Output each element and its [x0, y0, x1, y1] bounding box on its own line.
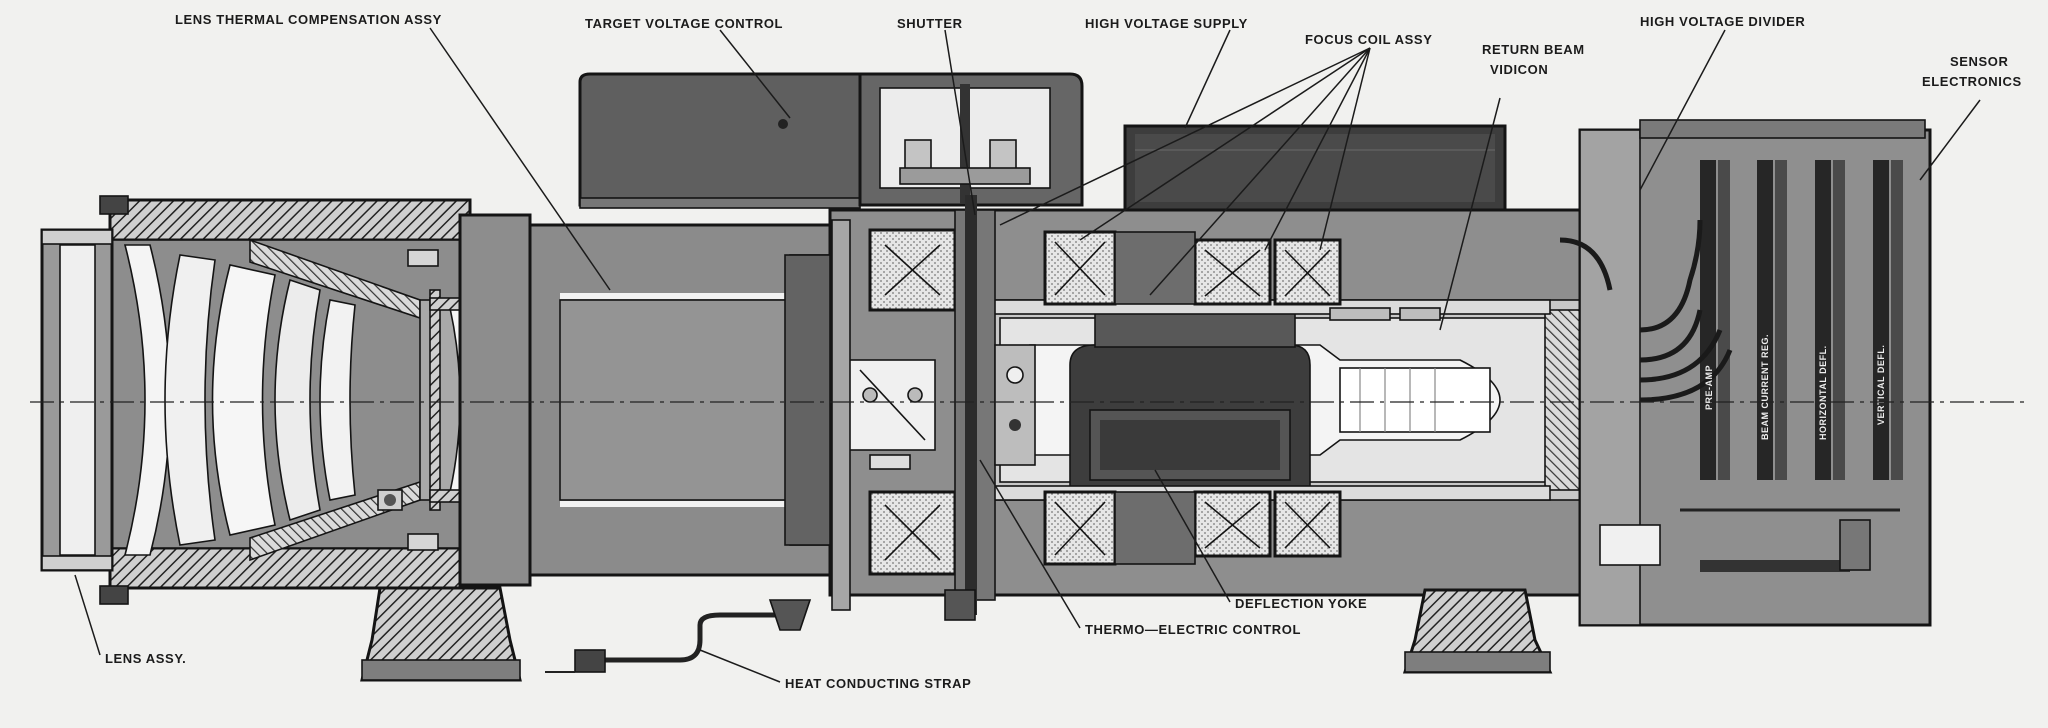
focus-coils-top	[868, 228, 1342, 312]
label-return-beam: RETURN BEAM	[1482, 42, 1585, 57]
label-electronics: ELECTRONICS	[1922, 74, 2022, 89]
board-label-horizontal: HORIZONTAL DEFL.	[1818, 345, 1828, 440]
labels: LENS THERMAL COMPENSATION ASSY TARGET VO…	[105, 12, 2022, 691]
label-high-voltage-divider: HIGH VOLTAGE DIVIDER	[1640, 14, 1805, 29]
label-lens-assy: LENS ASSY.	[105, 651, 186, 666]
mount-partition	[784, 219, 851, 611]
mounting-feet	[360, 586, 1553, 682]
label-focus-coil: FOCUS COIL ASSY	[1305, 32, 1432, 47]
label-lens-thermal: LENS THERMAL COMPENSATION ASSY	[175, 12, 442, 27]
leader-lines	[74, 27, 1981, 683]
shutter-mechanism	[844, 195, 1036, 621]
label-shutter: SHUTTER	[897, 16, 963, 31]
label-deflection-yoke: DEFLECTION YOKE	[1235, 596, 1367, 611]
thermal-compensation-body	[377, 213, 832, 587]
sensor-electronics-box: PRE-AMP BEAM CURRENT REG. HORIZONTAL DEF…	[1559, 119, 1932, 627]
label-vidicon: VIDICON	[1490, 62, 1548, 77]
label-high-voltage-supply: HIGH VOLTAGE SUPPLY	[1085, 16, 1248, 31]
label-heat-strap: HEAT CONDUCTING STRAP	[785, 676, 971, 691]
focus-coils-bottom	[868, 490, 1342, 576]
target-voltage-control-box	[578, 72, 862, 209]
board-label-preamp: PRE-AMP	[1704, 365, 1714, 410]
label-target-voltage: TARGET VOLTAGE CONTROL	[585, 16, 783, 31]
board-label-vertical: VERTICAL DEFL.	[1876, 345, 1886, 425]
label-thermo-electric: THERMO—ELECTRIC CONTROL	[1085, 622, 1301, 637]
shutter-housing-top	[858, 72, 1084, 207]
label-sensor: SENSOR	[1950, 54, 2009, 69]
board-label-beam-current: BEAM CURRENT REG.	[1760, 334, 1770, 440]
heat-conducting-strap	[545, 599, 812, 673]
